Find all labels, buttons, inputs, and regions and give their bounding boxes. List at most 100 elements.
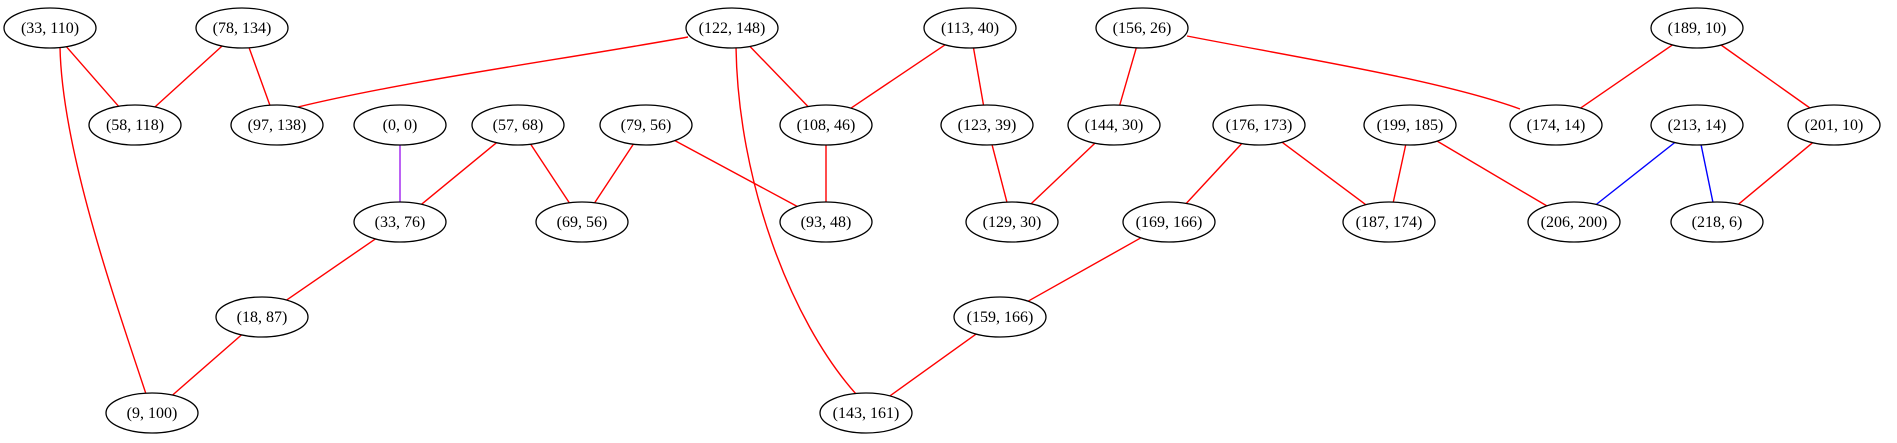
node-ellipse (1650, 7, 1744, 49)
node-n206_200: (206, 200) (1527, 201, 1621, 243)
node-ellipse (1067, 104, 1161, 146)
node-ellipse (1509, 104, 1603, 146)
node-label: (189, 10) (1668, 20, 1727, 37)
node-ellipse (230, 104, 324, 146)
node-n33_110: (33, 110) (3, 7, 97, 49)
node-ellipse (1670, 201, 1764, 243)
edge-n159_166-n143_161 (889, 333, 977, 397)
node-ellipse (535, 201, 629, 243)
node-label: (159, 166) (967, 309, 1034, 326)
edge-n144_30-n129_30 (1030, 142, 1096, 205)
edge-n33_110-n9_100 (59, 46, 147, 395)
edge-n213_14-n218_6 (1700, 144, 1714, 203)
edge-n199_185-n206_200 (1436, 140, 1548, 207)
edge-n169_166-n159_166 (1027, 237, 1142, 302)
node-ellipse (195, 7, 289, 49)
edge-n201_10-n218_6 (1737, 142, 1814, 205)
node-label: (123, 39) (958, 117, 1017, 134)
node-n213_14: (213, 14) (1650, 104, 1744, 146)
node-n122_148: (122, 148) (685, 7, 779, 49)
node-ellipse (953, 296, 1047, 338)
node-n78_134: (78, 134) (195, 7, 289, 49)
node-n169_166: (169, 166) (1122, 201, 1216, 243)
node-ellipse (1342, 201, 1436, 243)
node-ellipse (819, 392, 913, 434)
node-n199_185: (199, 185) (1363, 104, 1457, 146)
node-n57_68: (57, 68) (471, 104, 565, 146)
node-ellipse (965, 201, 1059, 243)
node-ellipse (599, 104, 693, 146)
node-label: (33, 110) (21, 20, 79, 37)
edge-n57_68-n33_76 (421, 142, 497, 205)
node-n144_30: (144, 30) (1067, 104, 1161, 146)
edge-n78_134-n97_138 (248, 47, 271, 106)
edge-n189_10-n201_10 (1720, 44, 1811, 109)
node-ellipse (471, 104, 565, 146)
node-n69_56: (69, 56) (535, 201, 629, 243)
node-label: (18, 87) (237, 309, 288, 326)
node-label: (113, 40) (941, 20, 999, 37)
node-label: (69, 56) (557, 214, 608, 231)
node-label: (174, 14) (1527, 117, 1586, 134)
node-label: (156, 26) (1113, 20, 1172, 37)
edge-n122_148-n97_138 (297, 36, 689, 108)
edge-n122_148-n143_161 (735, 46, 857, 395)
node-ellipse (779, 104, 873, 146)
edge-n176_173-n169_166 (1185, 143, 1243, 204)
node-label: (213, 14) (1668, 117, 1727, 134)
node-label: (187, 174) (1356, 214, 1423, 231)
edge-n33_76-n18_87 (286, 238, 376, 301)
node-label: (58, 118) (106, 117, 164, 134)
node-ellipse (779, 201, 873, 243)
node-n93_48: (93, 48) (779, 201, 873, 243)
node-label: (0, 0) (383, 117, 418, 134)
node-label: (199, 185) (1377, 117, 1444, 134)
node-n108_46: (108, 46) (779, 104, 873, 146)
edge-n176_173-n187_174 (1281, 141, 1367, 206)
node-n9_100: (9, 100) (105, 392, 199, 434)
node-ellipse (1212, 104, 1306, 146)
node-label: (9, 100) (127, 405, 178, 422)
node-label: (97, 138) (248, 117, 307, 134)
edge-n18_87-n9_100 (172, 334, 242, 396)
node-n79_56: (79, 56) (599, 104, 693, 146)
edge-n156_26-n144_30 (1119, 47, 1137, 106)
node-ellipse (940, 104, 1034, 146)
node-n33_76: (33, 76) (353, 201, 447, 243)
edge-n122_148-n108_46 (749, 45, 809, 108)
node-n176_173: (176, 173) (1212, 104, 1306, 146)
node-label: (78, 134) (213, 20, 272, 37)
node-label: (143, 161) (833, 405, 900, 422)
edge-n79_56-n93_48 (674, 139, 798, 208)
node-ellipse (1095, 7, 1189, 49)
node-ellipse (353, 201, 447, 243)
node-label: (33, 76) (375, 214, 426, 231)
edge-n156_26-n174_14 (1186, 35, 1521, 110)
node-ellipse (215, 296, 309, 338)
node-n189_10: (189, 10) (1650, 7, 1744, 49)
node-label: (206, 200) (1541, 214, 1608, 231)
node-n18_87: (18, 87) (215, 296, 309, 338)
node-n129_30: (129, 30) (965, 201, 1059, 243)
node-n123_39: (123, 39) (940, 104, 1034, 146)
node-ellipse (88, 104, 182, 146)
edge-n189_10-n174_14 (1580, 44, 1673, 109)
node-label: (93, 48) (801, 214, 852, 231)
node-label: (218, 6) (1692, 214, 1743, 231)
node-n97_138: (97, 138) (230, 104, 324, 146)
node-label: (122, 148) (699, 20, 766, 37)
node-label: (108, 46) (797, 117, 856, 134)
node-ellipse (1787, 104, 1881, 146)
node-ellipse (1122, 201, 1216, 243)
node-ellipse (1363, 104, 1457, 146)
node-n0_0: (0, 0) (353, 104, 447, 146)
node-ellipse (1527, 201, 1621, 243)
node-ellipse (353, 104, 447, 146)
node-n143_161: (143, 161) (819, 392, 913, 434)
edge-n113_40-n123_39 (972, 47, 985, 106)
edge-n57_68-n69_56 (530, 143, 570, 204)
node-label: (79, 56) (621, 117, 672, 134)
node-n113_40: (113, 40) (923, 7, 1017, 49)
edge-n33_110-n58_118 (65, 46, 120, 107)
